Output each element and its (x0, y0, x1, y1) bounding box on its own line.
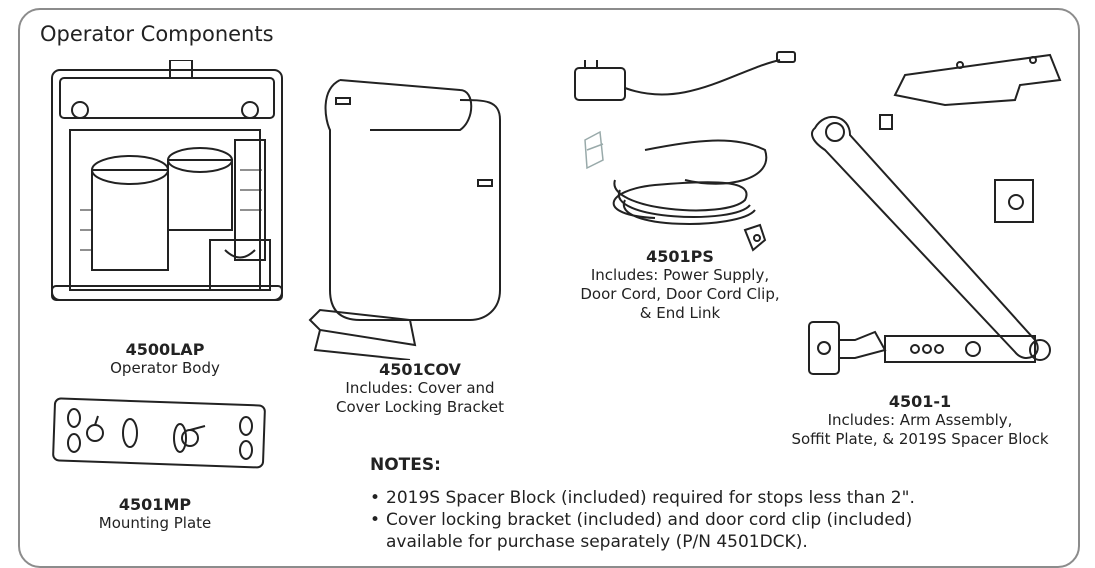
power-supply-image (565, 40, 805, 260)
component-desc-line: Includes: Arm Assembly, (827, 411, 1013, 429)
component-desc-line: Mounting Plate (98, 514, 212, 532)
caption-4501mp: 4501MP Mounting Plate (40, 495, 270, 533)
component-code: 4501MP (118, 495, 192, 514)
caption-4500lap: 4500LAP Operator Body (40, 340, 290, 378)
operator-body-image (40, 60, 290, 320)
component-code: 4501COV (379, 360, 461, 379)
component-desc-line: & End Link (639, 304, 721, 322)
caption-4501ps: 4501PS Includes: Power Supply, Door Cord… (550, 247, 810, 323)
component-desc-line: Soffit Plate, & 2019S Spacer Block (791, 430, 1049, 448)
note-item: Cover locking bracket (included) and doo… (370, 509, 1070, 531)
component-desc-line: Cover Locking Bracket (335, 398, 505, 416)
notes-list: 2019S Spacer Block (included) required f… (370, 487, 1070, 553)
arm-assembly-image (795, 40, 1075, 380)
component-code: 4501PS (646, 247, 714, 266)
caption-4501cov: 4501COV Includes: Cover and Cover Lockin… (300, 360, 540, 417)
note-item-continuation: available for purchase separately (P/N 4… (386, 532, 808, 552)
component-desc-line: Includes: Cover and (345, 379, 495, 397)
caption-4501-1: 4501-1 Includes: Arm Assembly, Soffit Pl… (760, 392, 1080, 449)
component-desc-line: Door Cord, Door Cord Clip, (580, 285, 780, 303)
mounting-plate-image (50, 388, 270, 478)
note-item: 2019S Spacer Block (included) required f… (370, 487, 1070, 509)
component-desc-line: Includes: Power Supply, (590, 266, 770, 284)
component-code: 4500LAP (125, 340, 205, 359)
cover-image (300, 60, 530, 360)
component-desc-line: Operator Body (110, 359, 220, 377)
component-code: 4501-1 (888, 392, 952, 411)
notes-title: NOTES: (370, 455, 441, 475)
section-title: Operator Components (40, 22, 274, 46)
